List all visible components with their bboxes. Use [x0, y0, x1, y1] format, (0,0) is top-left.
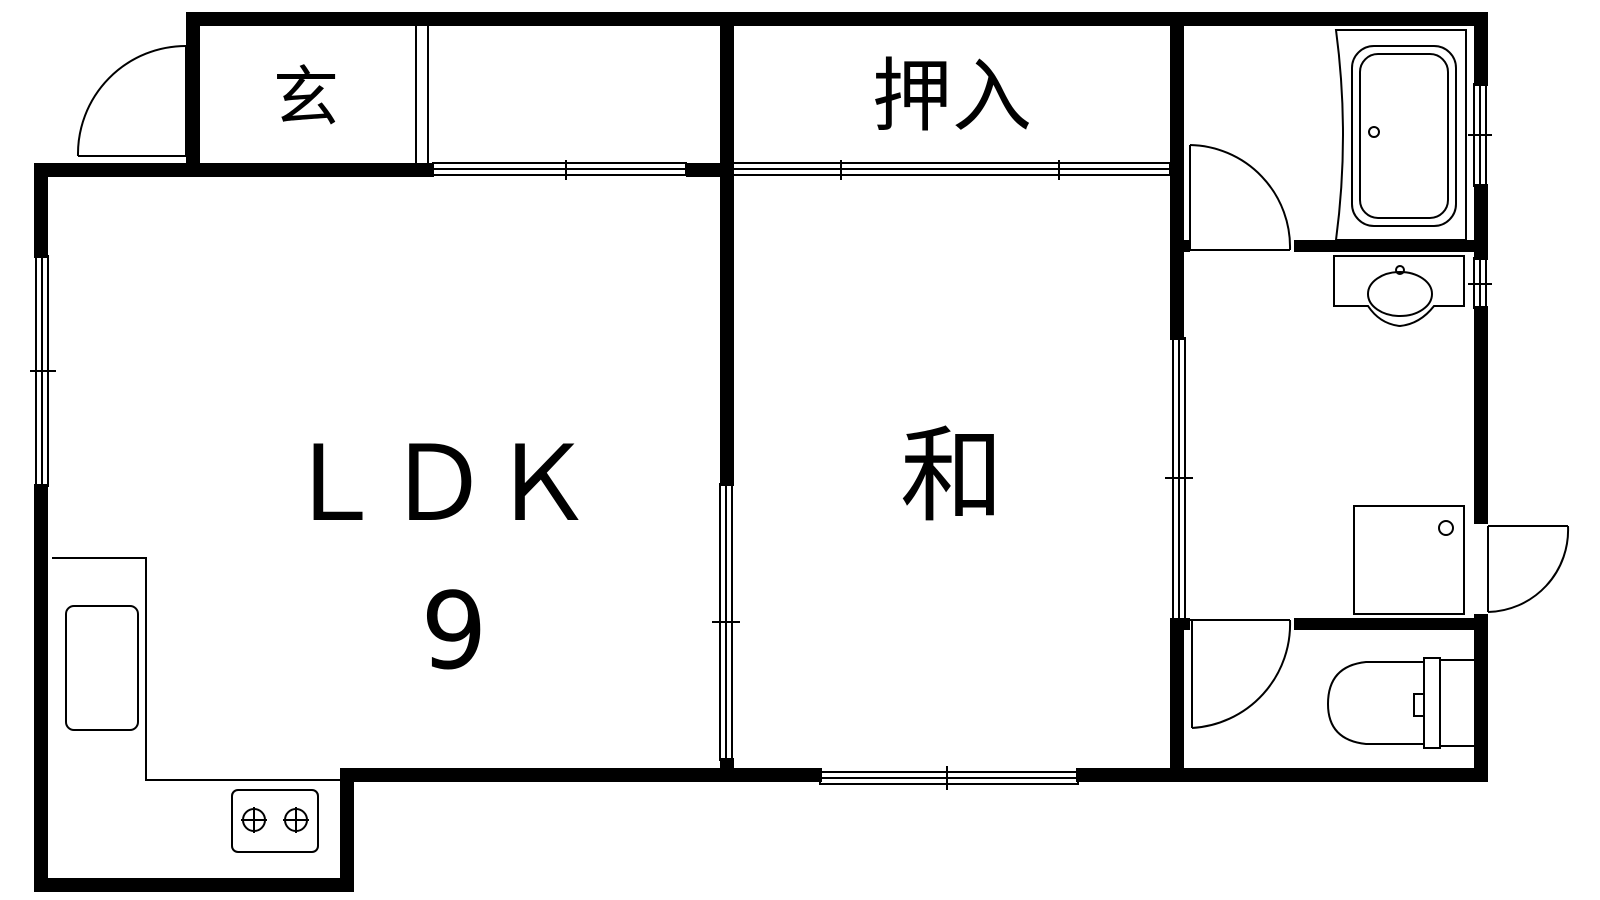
label-closet: 押入 — [872, 50, 1032, 143]
stove-icon — [231, 789, 319, 853]
sliding-door-closet[interactable] — [731, 160, 1171, 180]
washing-machine-icon — [1353, 505, 1465, 615]
walls — [34, 12, 1488, 892]
bath-door[interactable] — [1189, 144, 1292, 251]
fixtures — [52, 29, 1477, 853]
window-ldk-top — [432, 160, 687, 180]
sink-icon — [1333, 255, 1465, 328]
window-ldk-left — [30, 255, 56, 487]
doors — [76, 45, 1570, 729]
label-ldk-size: 9 — [420, 570, 487, 693]
front-door[interactable] — [76, 45, 187, 157]
sliding-door-ldk-washitsu[interactable] — [712, 483, 740, 761]
label-entrance: 玄 — [273, 59, 339, 136]
side-door[interactable] — [1487, 525, 1570, 613]
sliding-door-washitsu-right[interactable] — [1165, 337, 1193, 621]
bathtub-icon — [1334, 29, 1467, 241]
window-washitsu-bottom — [819, 766, 1079, 790]
toilet-door[interactable] — [1190, 619, 1292, 729]
label-washitsu: 和 — [900, 415, 1004, 537]
toilet-icon — [1326, 657, 1477, 749]
kitchen-counter — [52, 557, 340, 781]
label-ldk: ＬＤＫ — [282, 423, 594, 545]
window-washroom-right — [1468, 257, 1492, 309]
window-bath-right — [1468, 83, 1492, 187]
partitions — [187, 26, 429, 163]
labels: 玄 押入 ＬＤＫ 9 和 — [273, 50, 1032, 693]
